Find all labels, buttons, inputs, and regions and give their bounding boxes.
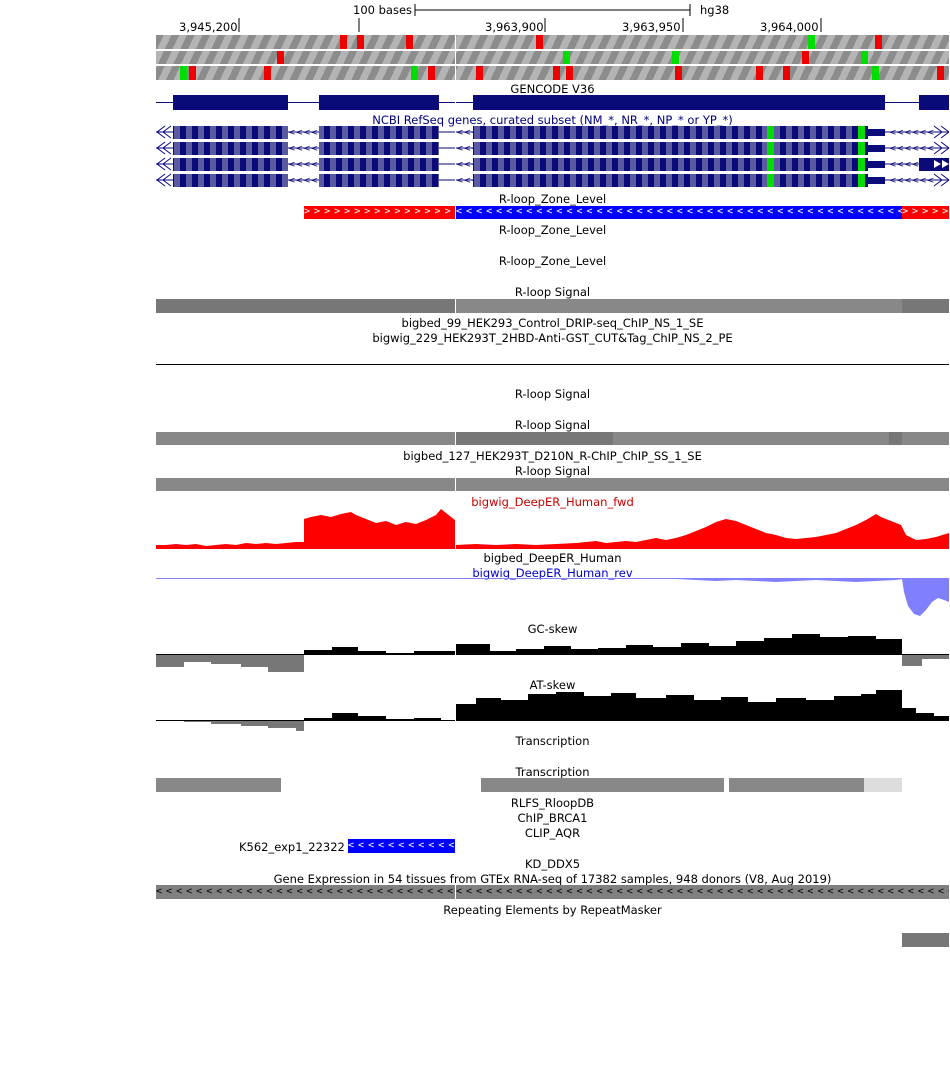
svg-text:<<<<<<: <<<<<<: [288, 128, 333, 138]
rloop-zone-forward[interactable]: > > > > > > > >: [902, 206, 949, 219]
at-skew-label[interactable]: AT-skew: [529, 678, 576, 692]
rloop-zone-reverse[interactable]: < < < < < < < < < < < < < < < < < < < < …: [456, 206, 902, 219]
bigwig-229-label[interactable]: bigwig_229_HEK293T_2HBD-Anti-GST_CUT&Tag…: [372, 331, 733, 345]
variant-mark[interactable]: [802, 51, 809, 64]
variant-mark[interactable]: [937, 66, 944, 80]
chip-brca1-label[interactable]: ChIP_BRCA1: [517, 811, 588, 825]
ruler-assembly: hg38: [700, 3, 730, 17]
exon[interactable]: [919, 95, 949, 110]
svg-text:<<<<<<: <<<<<<: [889, 128, 934, 138]
variant-mark[interactable]: [264, 66, 271, 80]
gc-skew-signal[interactable]: [156, 634, 949, 676]
variant-mark[interactable]: [563, 51, 570, 64]
variant-mark[interactable]: [872, 66, 879, 80]
rloop-zone-label[interactable]: R-loop_Zone_Level: [498, 254, 607, 268]
bigwig-229-baseline: [156, 364, 949, 365]
variant-mark[interactable]: [340, 35, 347, 49]
ruler-scale-label: 100 bases: [353, 3, 413, 17]
kd-ddx5-label[interactable]: KD_DDX5: [524, 857, 581, 871]
deeper-rev-signal[interactable]: [156, 578, 949, 620]
variant-mark[interactable]: [675, 66, 682, 80]
exon[interactable]: [473, 95, 885, 110]
ruler-tick-label: 3,963,900: [485, 20, 544, 34]
clip-aqr-label[interactable]: CLIP_AQR: [524, 826, 581, 840]
ruler-lines: [238, 4, 822, 32]
svg-text:<<<: <<<: [456, 128, 479, 138]
transcription-label[interactable]: Transcription: [515, 734, 590, 748]
deeper-fwd-label[interactable]: bigwig_DeepER_Human_fwd: [471, 495, 634, 509]
variant-mark[interactable]: [357, 35, 364, 49]
exon[interactable]: [319, 95, 439, 110]
variant-mark[interactable]: [411, 66, 418, 80]
variant-mark[interactable]: [672, 51, 679, 64]
rloop-signal-label[interactable]: R-loop Signal: [514, 418, 591, 432]
repeatmasker-label[interactable]: Repeating Elements by RepeatMasker: [443, 903, 662, 917]
variant-track[interactable]: [156, 35, 949, 80]
variant-mark[interactable]: [277, 51, 284, 64]
gencode-track-label[interactable]: GENCODE V36: [510, 82, 595, 96]
variant-mark[interactable]: [783, 66, 790, 80]
bigbed-127-label[interactable]: bigbed_127_HEK293T_D210N_R-ChIP_ChIP_SS_…: [403, 449, 702, 463]
deeper-bed-label[interactable]: bigbed_DeepER_Human: [483, 551, 622, 565]
rloop-signal-label[interactable]: R-loop Signal: [514, 464, 591, 478]
deeper-fwd-signal[interactable]: [156, 505, 949, 550]
variant-mark[interactable]: [808, 35, 815, 49]
refseq-transcripts[interactable]: <<<<<< <<< <<<<<<: [156, 125, 949, 189]
variant-mark[interactable]: [875, 35, 882, 49]
rloop-zone-label[interactable]: R-loop_Zone_Level: [498, 223, 607, 237]
gc-skew-label[interactable]: GC-skew: [527, 622, 578, 636]
variant-mark[interactable]: [428, 66, 435, 80]
variant-mark[interactable]: [861, 51, 868, 64]
bigbed-99-label[interactable]: bigbed_99_HEK293_Control_DRIP-seq_ChIP_N…: [401, 316, 704, 330]
rloop-signal-label[interactable]: R-loop Signal: [514, 387, 591, 401]
ruler-tick-label: 3,963,950: [622, 20, 681, 34]
deeper-rev-label[interactable]: bigwig_DeepER_Human_rev: [472, 566, 633, 580]
k562-item-label[interactable]: K562_exp1_22322: [239, 840, 345, 854]
gtex-label[interactable]: Gene Expression in 54 tissues from GTEx …: [273, 872, 832, 886]
ruler-tick-label: 3,964,000: [760, 20, 819, 34]
variant-mark[interactable]: [406, 35, 413, 49]
at-skew-signal[interactable]: [156, 688, 949, 732]
rlfs-label[interactable]: RLFS_RloopDB: [510, 796, 595, 810]
rloop-signal-label[interactable]: R-loop Signal: [514, 285, 591, 299]
transcription-label[interactable]: Transcription: [515, 765, 590, 779]
k562-feature[interactable]: < < < < < < < < < < < < < < < < < <: [348, 839, 455, 853]
variant-mark[interactable]: [756, 66, 763, 80]
variant-mark[interactable]: [536, 35, 543, 49]
variant-mark[interactable]: [553, 66, 560, 80]
variant-mark[interactable]: [189, 66, 196, 80]
refseq-track-label[interactable]: NCBI RefSeq genes, curated subset (NM_*,…: [372, 113, 733, 127]
rloop-zone-label[interactable]: R-loop_Zone_Level: [498, 192, 607, 206]
exon[interactable]: [173, 95, 288, 110]
variant-mark[interactable]: [566, 66, 573, 80]
repeat-element[interactable]: [902, 933, 949, 947]
variant-mark[interactable]: [476, 66, 483, 80]
variant-mark[interactable]: [180, 66, 187, 80]
ruler-tick-label: 3,945,200: [179, 20, 238, 34]
rloop-zone-forward[interactable]: > > > > > > > > > > > > > > > > > > > > …: [304, 206, 455, 219]
